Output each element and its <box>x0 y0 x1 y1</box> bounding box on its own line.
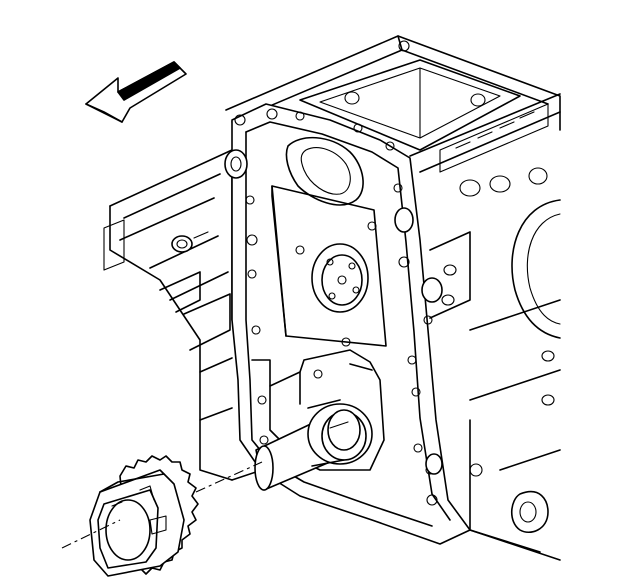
crankshaft-snout <box>254 399 373 491</box>
centerline-icon <box>61 461 263 549</box>
camshaft-bore <box>311 243 369 313</box>
crankshaft-sprocket <box>89 455 199 577</box>
arrow-left-icon <box>85 61 187 123</box>
engine-block <box>103 35 561 561</box>
